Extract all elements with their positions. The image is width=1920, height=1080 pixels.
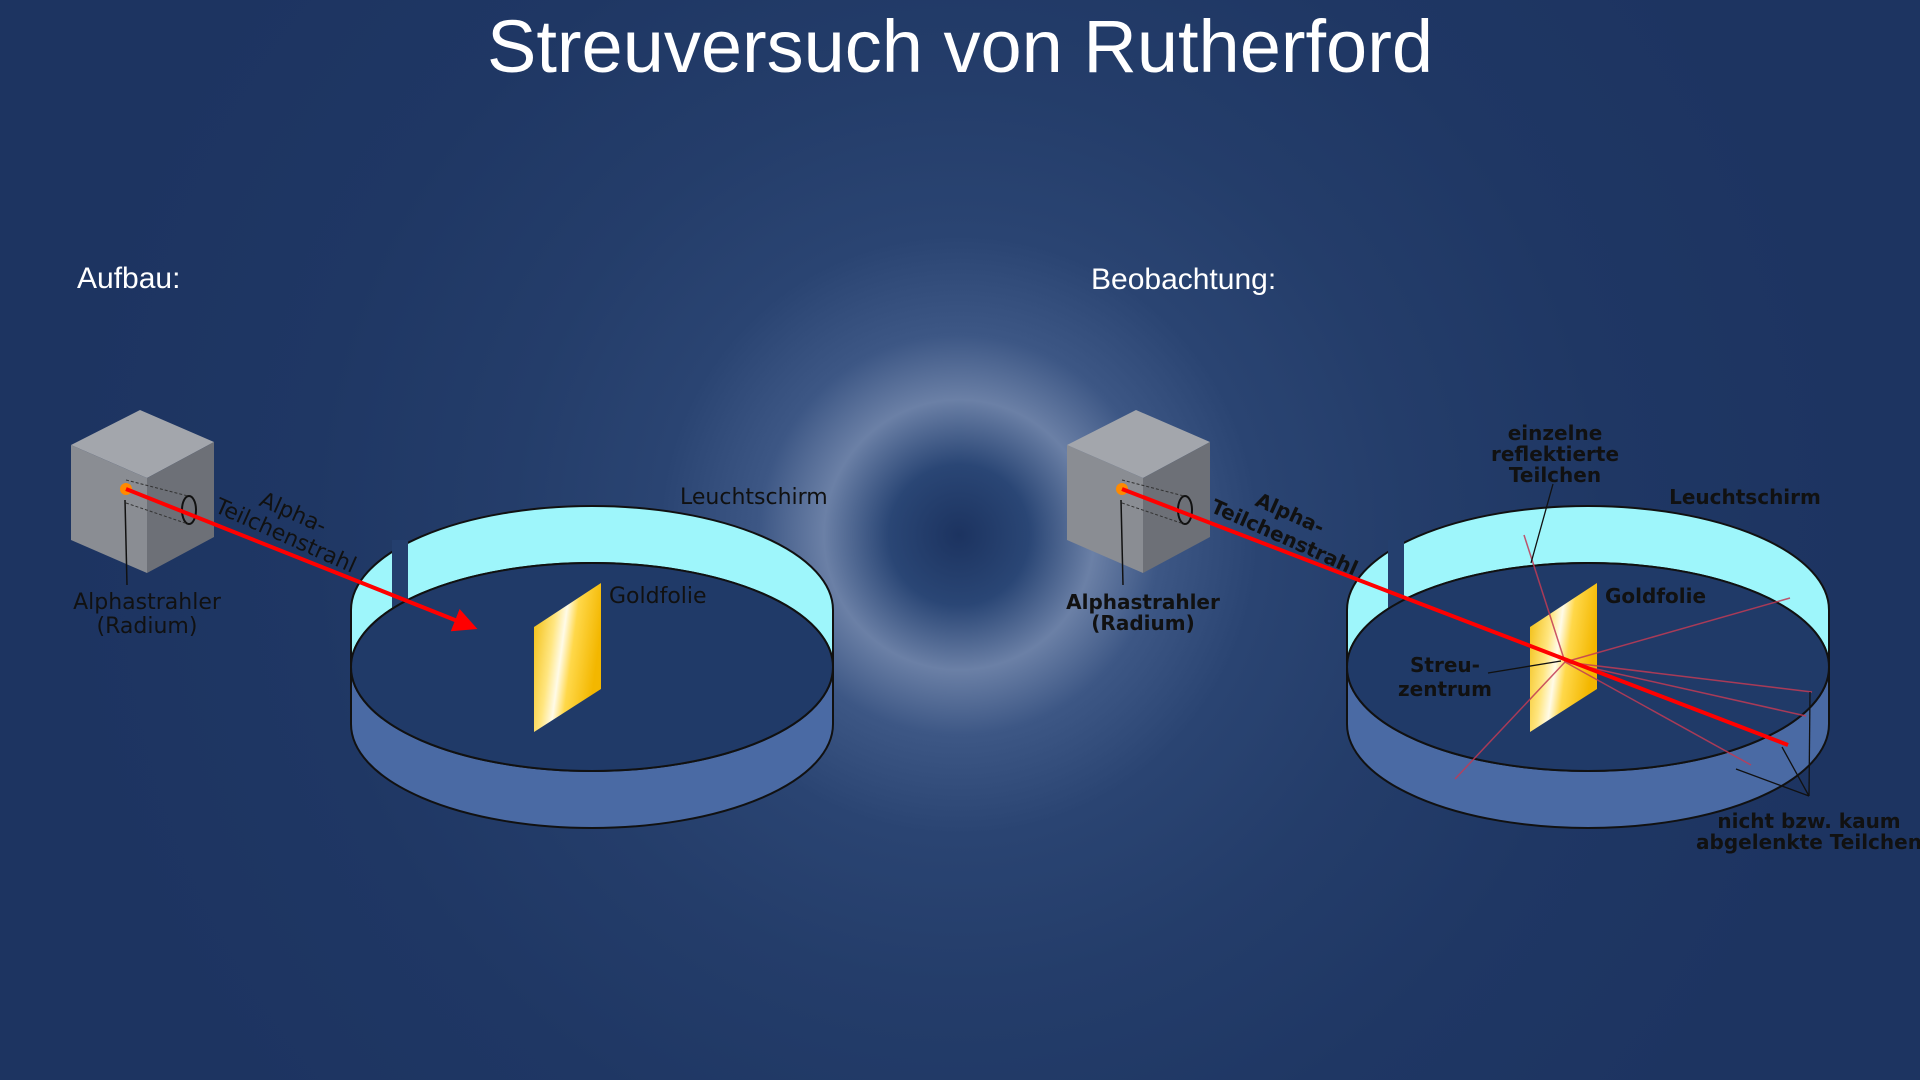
reflected-label-1: einzelne (1508, 421, 1603, 445)
foil-label: Goldfolie (609, 584, 707, 609)
alpha-beam-arrow (125, 487, 478, 632)
reflected-label-3: Teilchen (1509, 463, 1601, 487)
gold-foil (534, 583, 601, 732)
observation-heading: Beobachtung: (1091, 263, 1277, 296)
center-label-2: zentrum (1398, 677, 1492, 701)
radium-source-box (1067, 410, 1210, 586)
svg-text:(Radium): (Radium) (1091, 611, 1194, 635)
svg-text:Alphastrahler: Alphastrahler (1066, 590, 1220, 614)
slide-title: Streuversuch von Rutherford (486, 5, 1434, 88)
foil-label: Goldfolie (1605, 584, 1706, 608)
center-label-1: Streu- (1410, 653, 1480, 677)
pointer-lines (1487, 483, 1811, 797)
undeflected-label-2: abgelenkte Teilchen (1696, 830, 1920, 854)
observation-diagram: Alpha-Teilchenstrahl Leuchtschirm Goldfo… (1066, 410, 1920, 854)
scattered-rays (1454, 534, 1813, 780)
setup-heading: Aufbau: (77, 262, 181, 295)
alpha-beam (1121, 487, 1789, 747)
radium-source-box (71, 410, 214, 586)
source-label-1: Alphastrahler (73, 590, 222, 615)
svg-text:Alpha-Teilchenstrahl: Alpha-Teilchenstrahl (1207, 472, 1371, 580)
screen-label: Leuchtschirm (1669, 485, 1821, 509)
screen-label: Leuchtschirm (680, 485, 828, 510)
reflected-label-2: reflektierte (1491, 442, 1619, 466)
svg-text:Alpha-Teilchenstrahl: Alpha-Teilchenstrahl (210, 472, 369, 579)
source-label-2: (Radium) (97, 614, 198, 639)
setup-diagram: Alpha-Teilchenstrahl Leuchtschirm Goldfo… (71, 410, 834, 829)
undeflected-label-1: nicht bzw. kaum (1717, 809, 1900, 833)
